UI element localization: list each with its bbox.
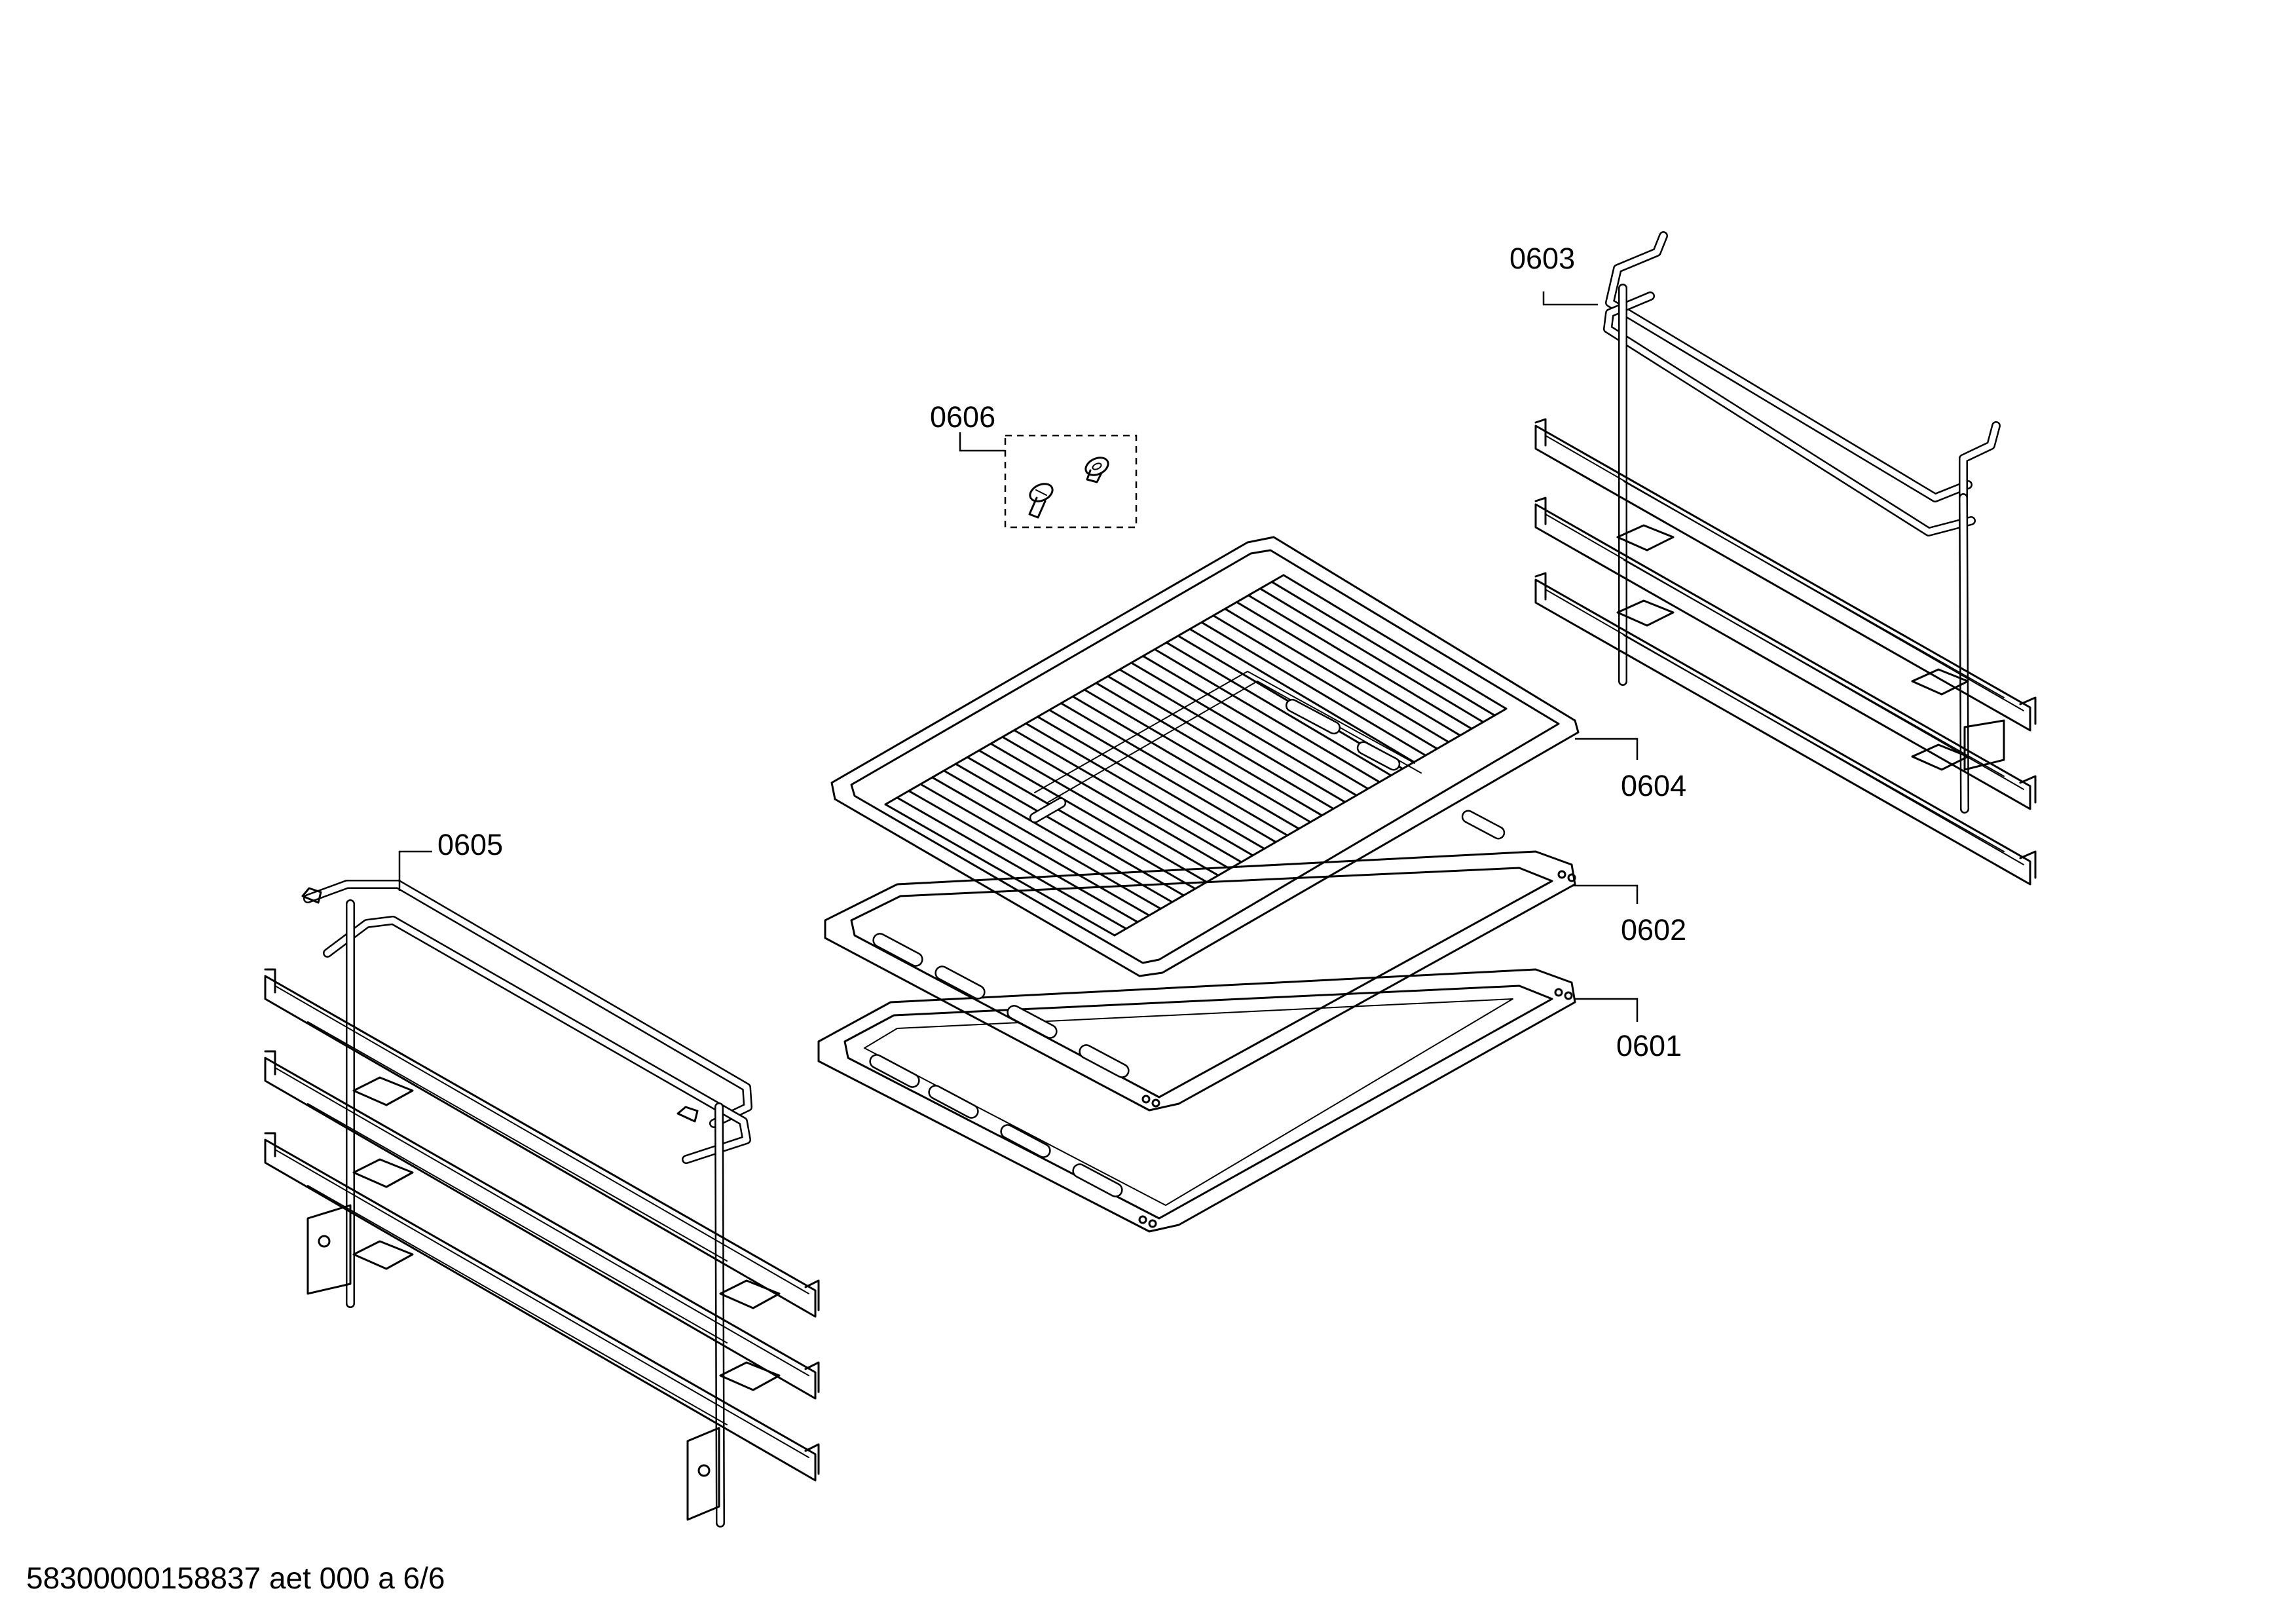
label-0605: 0605: [437, 828, 503, 861]
grid-wire: [897, 797, 1127, 930]
deep-baking-tray: [817, 968, 1576, 1233]
left-rail-ladder: [264, 880, 820, 1528]
grid-wire: [1224, 608, 1449, 743]
label-0603: 0603: [1509, 242, 1575, 275]
grid-wire: [1283, 574, 1507, 710]
screw-icon: [1028, 483, 1054, 519]
grid-wire: [1096, 682, 1323, 817]
label-0604: 0604: [1621, 769, 1686, 802]
grid-wire: [943, 770, 1173, 903]
grid-wire: [1025, 723, 1253, 857]
grid-wire: [1072, 695, 1300, 830]
grid-wire: [1248, 594, 1473, 730]
grid-wire: [1201, 621, 1426, 757]
grid-wire: [1060, 702, 1288, 836]
right-rail-ladder: [1534, 231, 2037, 886]
grid-wire: [990, 743, 1219, 876]
left-rail-2: [264, 1050, 820, 1400]
grid-wire: [1037, 715, 1265, 850]
grid-wires: [885, 574, 1507, 937]
grid-wire: [931, 776, 1162, 910]
grid-wire: [1166, 641, 1392, 777]
grid-wire: [919, 783, 1150, 916]
wire-grid-shelf: [830, 536, 1580, 977]
deep-tray-grips: [869, 1054, 1123, 1197]
document-footer: 58300000158837 aet 000 a 6/6: [26, 1561, 445, 1595]
label-0606: 0606: [930, 400, 995, 434]
grid-wire: [885, 803, 1115, 937]
grid-wire: [1130, 662, 1358, 797]
grid-wire: [1002, 736, 1231, 870]
grid-wire: [1271, 581, 1496, 717]
shallow-baking-tray: [824, 810, 1576, 1112]
right-rail-2: [1534, 497, 2037, 810]
grid-wire: [1189, 628, 1415, 763]
leader-lines: [398, 291, 1639, 1022]
grid-wire: [967, 756, 1196, 890]
left-rail-3: [264, 1132, 820, 1482]
shallow-tray-grips: [872, 810, 1506, 1078]
right-rail-1: [1534, 418, 2037, 732]
fastening-screws: [1004, 434, 1138, 529]
left-rail-1: [264, 968, 820, 1318]
label-0601: 0601: [1616, 1029, 1682, 1062]
grid-wire: [978, 749, 1208, 883]
grid-wire: [1119, 668, 1346, 803]
right-rail-3: [1534, 572, 2037, 886]
grid-wire: [1212, 614, 1438, 750]
grid-wire: [1142, 655, 1369, 790]
grid-wire: [1013, 729, 1242, 863]
grid-wire: [1236, 601, 1461, 736]
grid-wire: [1048, 709, 1276, 843]
label-0602: 0602: [1621, 913, 1686, 947]
grid-wire: [1154, 648, 1380, 783]
grid-wire: [1259, 588, 1484, 723]
grid-wire: [908, 790, 1138, 923]
grid-wire: [955, 762, 1185, 897]
grid-wire: [1107, 675, 1334, 810]
screw-icon: [1084, 457, 1109, 483]
grid-wire: [1084, 688, 1311, 823]
